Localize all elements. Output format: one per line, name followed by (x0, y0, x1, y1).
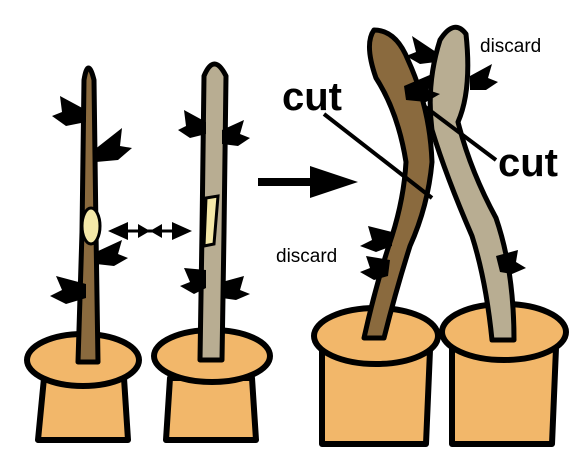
right-arrow-icon (258, 166, 358, 198)
discard-label-top: discard (480, 36, 541, 57)
dark-stem-plant (50, 68, 132, 362)
grafted-dark-stem (360, 30, 440, 338)
discard-label-bottom: discard (276, 246, 337, 267)
wound-right (204, 196, 218, 246)
double-arrow-icon (108, 222, 192, 240)
light-stem-plant (178, 64, 250, 360)
wound-left (82, 208, 100, 244)
cut-label-right: cut (498, 141, 558, 185)
cut-label-left: cut (282, 75, 342, 119)
